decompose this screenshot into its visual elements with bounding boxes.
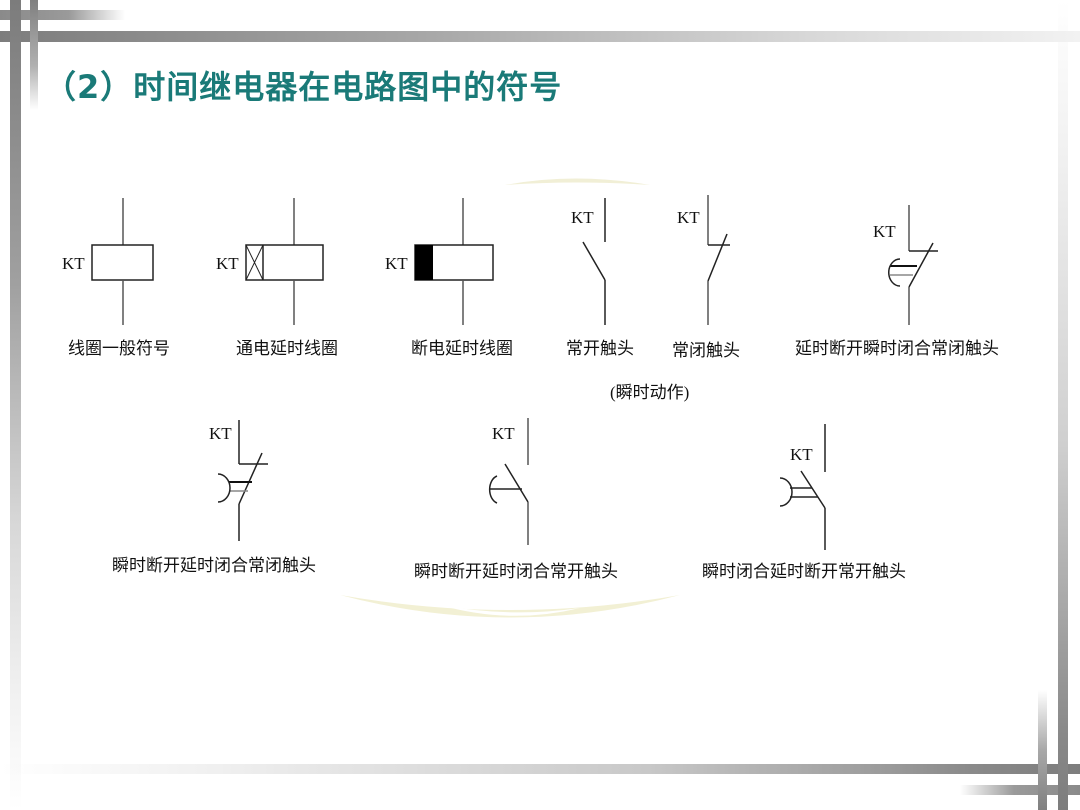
symbol-coil-on-delay: KT 通电延时线圈 [216, 198, 338, 358]
symbol-coil-general: KT 线圈一般符号 [62, 198, 170, 358]
symbol-caption: 通电延时线圈 [236, 339, 338, 358]
symbol-caption: 瞬时闭合延时断开常开触头 [702, 562, 906, 581]
symbol-contact-nc: KT 常闭触头 [672, 195, 740, 360]
symbol-contact-inst-close-delay-open-no: KT 瞬时闭合延时断开常开触头 [702, 424, 906, 581]
frame-bar-right-outer [1058, 0, 1068, 810]
tag-label: KT [790, 445, 813, 464]
symbol-caption: 常开触头 [566, 339, 634, 358]
instant-action-note: (瞬时动作) [610, 383, 689, 402]
symbol-caption: 瞬时断开延时闭合常闭触头 [112, 556, 316, 575]
symbol-contact-no: KT 常开触头 [566, 198, 634, 358]
symbol-contact-delay-open-nc: KT 延时断开瞬时闭合常闭触头 [795, 205, 999, 358]
symbol-caption: 常闭触头 [672, 341, 740, 360]
frame-bar-bottom-long [0, 764, 1080, 774]
tag-label: KT [571, 208, 594, 227]
symbol-coil-off-delay: KT 断电延时线圈 [385, 198, 513, 358]
symbol-caption: 线圈一般符号 [68, 339, 170, 358]
tag-label: KT [492, 424, 515, 443]
tag-label: KT [209, 424, 232, 443]
tag-label: KT [873, 222, 896, 241]
symbol-caption: 延时断开瞬时闭合常闭触头 [795, 339, 999, 358]
frame-bar-left-inner [30, 0, 38, 110]
frame-bar-left-outer [10, 0, 21, 810]
symbol-contact-inst-open-delay-close-nc: KT 瞬时断开延时闭合常闭触头 [112, 420, 316, 575]
frame-bar-top-long [0, 31, 1080, 42]
page-title: （2）时间继电器在电路图中的符号 [44, 68, 563, 106]
tag-label: KT [62, 254, 85, 273]
tag-label: KT [385, 254, 408, 273]
frame-bar-top-short [0, 10, 125, 20]
symbol-contact-inst-open-delay-close-no: KT 瞬时断开延时闭合常开触头 [414, 418, 618, 581]
frame-bar-bottom-short [960, 785, 1080, 795]
symbol-caption: 瞬时断开延时闭合常开触头 [414, 562, 618, 581]
frame-bar-right-inner [1038, 690, 1047, 810]
symbol-caption: 断电延时线圈 [411, 339, 513, 358]
watermark-decoration [340, 178, 680, 618]
tag-label: KT [216, 254, 239, 273]
tag-label: KT [677, 208, 700, 227]
